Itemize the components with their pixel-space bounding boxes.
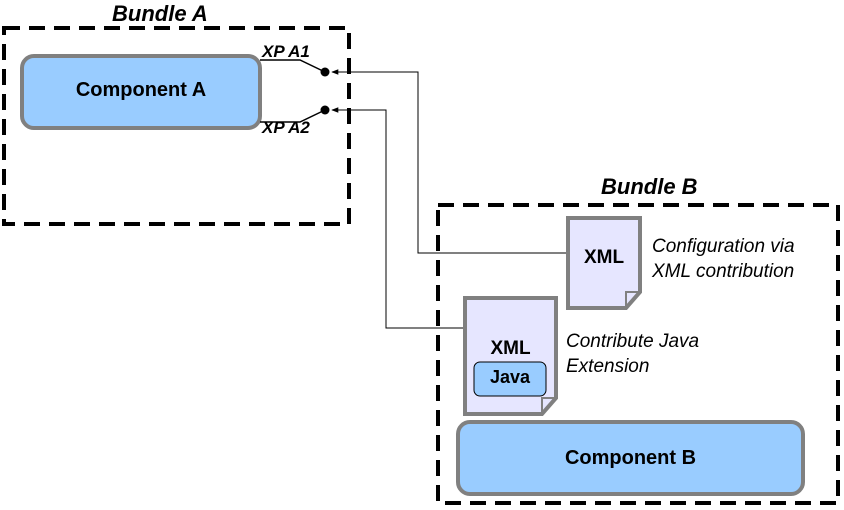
java-note-line-1: Contribute Java: [566, 331, 700, 352]
xp-a2-connector: [260, 109, 326, 123]
java-note: Contribute Java Extension: [566, 329, 699, 379]
bundle-b-title: Bundle B: [601, 174, 698, 199]
config-note: Configuration via XML contribution: [652, 234, 795, 284]
bundle-a-boundary: [2, 26, 351, 226]
config-note-line-1: Configuration via: [652, 236, 795, 257]
config-xml-document[interactable]: [566, 216, 642, 310]
xp-a2-dot[interactable]: [320, 105, 330, 115]
java-xml-document-fold: [541, 397, 556, 414]
xp-a1-label: XP A1: [262, 42, 310, 61]
java-xml-label: XML: [490, 338, 531, 359]
bundle-a-title: Bundle A: [112, 1, 208, 26]
component-a-box[interactable]: [20, 54, 262, 130]
bundle-b-boundary: [436, 203, 840, 505]
java-inner-label: Java: [489, 367, 531, 387]
xp-a2-label: XP A2: [262, 118, 310, 137]
config-contribution-connector: [331, 69, 566, 254]
config-note-line-2: XML contribution: [652, 261, 795, 282]
java-note-line-2: Extension: [566, 356, 650, 377]
config-xml-document-fold: [625, 291, 640, 308]
java-contribution-connector: [331, 107, 467, 329]
component-b-label: Component B: [564, 447, 697, 469]
config-xml-label: XML: [583, 247, 625, 268]
component-b-box[interactable]: [456, 420, 805, 496]
component-a-label: Component A: [75, 79, 207, 101]
xp-a1-connector: [260, 59, 326, 73]
java-inner-box[interactable]: [473, 361, 547, 397]
xp-a1-dot[interactable]: [320, 67, 330, 77]
